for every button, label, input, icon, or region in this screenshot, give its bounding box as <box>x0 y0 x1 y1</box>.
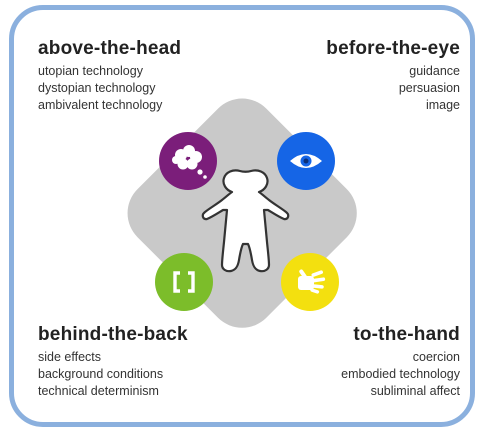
quadrant-title: behind-the-back <box>38 324 188 345</box>
quadrant-item: dystopian technology <box>38 81 156 95</box>
quadrant-to-the-hand: to-the-hand coercion embodied technology… <box>341 324 460 400</box>
human-figure-icon <box>201 169 290 273</box>
quadrant-item: background conditions <box>38 367 164 381</box>
quadrant-item: subliminal affect <box>370 384 460 398</box>
quadrant-item: side effects <box>38 350 102 364</box>
quadrant-above-the-head: above-the-head utopian technology dystop… <box>38 38 181 114</box>
quadrant-item: image <box>425 98 460 112</box>
quadrant-item: utopian technology <box>38 64 143 78</box>
quadrant-item: guidance <box>409 64 460 78</box>
quadrant-item: coercion <box>412 350 460 364</box>
quadrant-item: technical determinism <box>38 384 159 398</box>
hand-icon <box>281 253 339 311</box>
quadrant-title: before-the-eye <box>326 38 460 59</box>
eye-icon <box>277 132 335 190</box>
quadrant-title: to-the-hand <box>353 324 460 345</box>
quadrant-item: ambivalent technology <box>38 98 163 112</box>
quadrant-item: embodied technology <box>341 367 460 381</box>
brackets-icon <box>155 253 213 311</box>
quadrant-behind-the-back: behind-the-back side effects background … <box>38 324 188 400</box>
quadrant-title: above-the-head <box>38 38 182 59</box>
thought-cloud-icon <box>159 132 217 190</box>
quadrant-item: persuasion <box>398 81 460 95</box>
quadrant-before-the-eye: before-the-eye guidance persuasion image <box>326 38 460 114</box>
